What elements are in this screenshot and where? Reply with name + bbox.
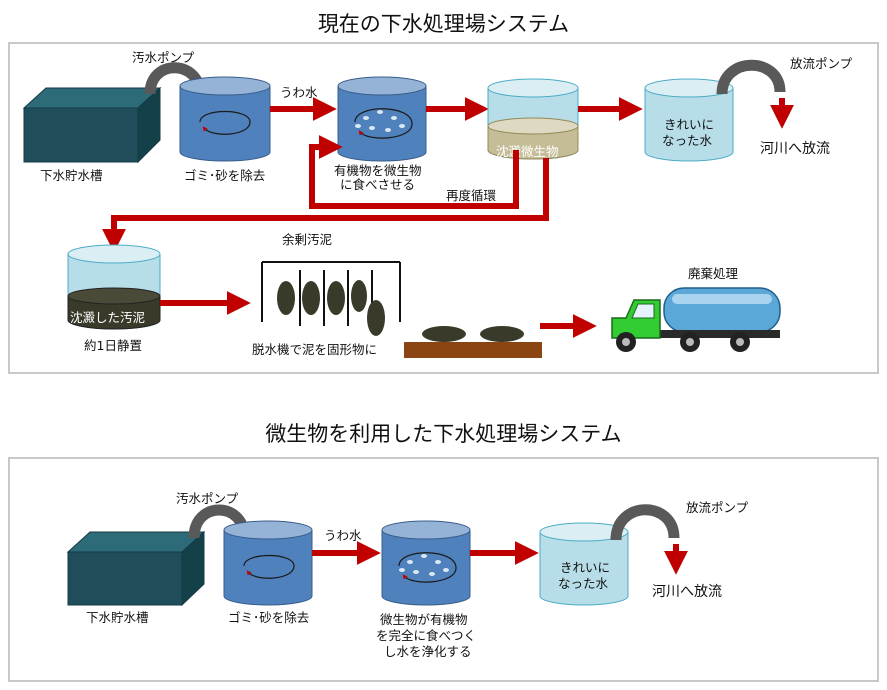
bottom-microbe-label-2: を完全に食べつく	[376, 628, 476, 643]
top-excess-sludge-arrow	[102, 158, 549, 253]
top-clean-label-2: なった水	[662, 133, 713, 148]
bottom-microbe-tank	[381, 520, 471, 606]
bottom-clean-label-2: なった水	[558, 576, 609, 591]
top-excess-sludge-label: 余剰汚泥	[282, 232, 332, 247]
bottom-discharge-pump-pipe	[610, 504, 680, 541]
top-microbe-label-2: に食べさせる	[340, 177, 415, 192]
top-settled-microbes-label: 沈澱微生物	[496, 144, 559, 159]
top-river-label: 河川へ放流	[760, 141, 830, 157]
bottom-remove-debris-label: ゴミ･砂を除去	[228, 610, 309, 625]
top-one-day-label: 約1日静置	[84, 338, 142, 353]
bottom-debris-tank	[223, 520, 313, 606]
bottom-microbe-label-1: 微生物が有機物	[380, 612, 468, 627]
top-recirculation-arrow	[309, 135, 519, 209]
bottom-supernatant-label: うわ水	[324, 528, 362, 543]
top-sewage-pump-label: 汚水ポンプ	[132, 50, 195, 65]
top-recirculation-label: 再度循環	[446, 188, 497, 203]
top-solid-sludge	[404, 326, 542, 358]
bottom-clean-tank	[539, 522, 629, 606]
top-title: 現在の下水処理場システム	[317, 12, 570, 36]
bottom-sewage-pump-label: 汚水ポンプ	[176, 491, 239, 506]
top-disposal-label: 廃棄処理	[688, 266, 739, 281]
top-dehydrator	[261, 261, 401, 336]
top-dehydrator-label: 脱水機で泥を固形物に	[252, 342, 377, 357]
bottom-title: 微生物を利用した下水処理場システム	[265, 422, 622, 446]
top-aeration-tank	[337, 76, 427, 162]
top-settled-sludge-label: 沈澱した汚泥	[70, 310, 145, 325]
bottom-clean-label-1: きれいに	[560, 560, 610, 575]
top-debris-tank	[179, 76, 271, 162]
top-storage-tank-label: 下水貯水槽	[40, 168, 103, 183]
bottom-storage-tank-label: 下水貯水槽	[86, 610, 149, 625]
bottom-microbe-label-3: し水を浄化する	[384, 644, 472, 659]
top-tanker-truck-icon	[611, 287, 781, 352]
top-storage-tank	[22, 86, 162, 164]
top-clean-tank	[644, 78, 734, 162]
top-discharge-pump-label: 放流ポンプ	[790, 56, 853, 71]
bottom-river-label: 河川へ放流	[652, 584, 722, 600]
top-microbe-label-1: 有機物を微生物	[334, 163, 422, 178]
top-discharge-pump-pipe	[716, 59, 786, 95]
bottom-storage-tank	[66, 530, 206, 607]
top-remove-debris-label: ゴミ･砂を除去	[184, 168, 265, 183]
bottom-discharge-pump-label: 放流ポンプ	[686, 500, 749, 515]
top-settling-tank	[487, 78, 579, 160]
top-sludge-tank	[67, 244, 161, 330]
top-clean-label-1: きれいに	[664, 117, 714, 132]
top-supernatant-label: うわ水	[280, 85, 318, 100]
